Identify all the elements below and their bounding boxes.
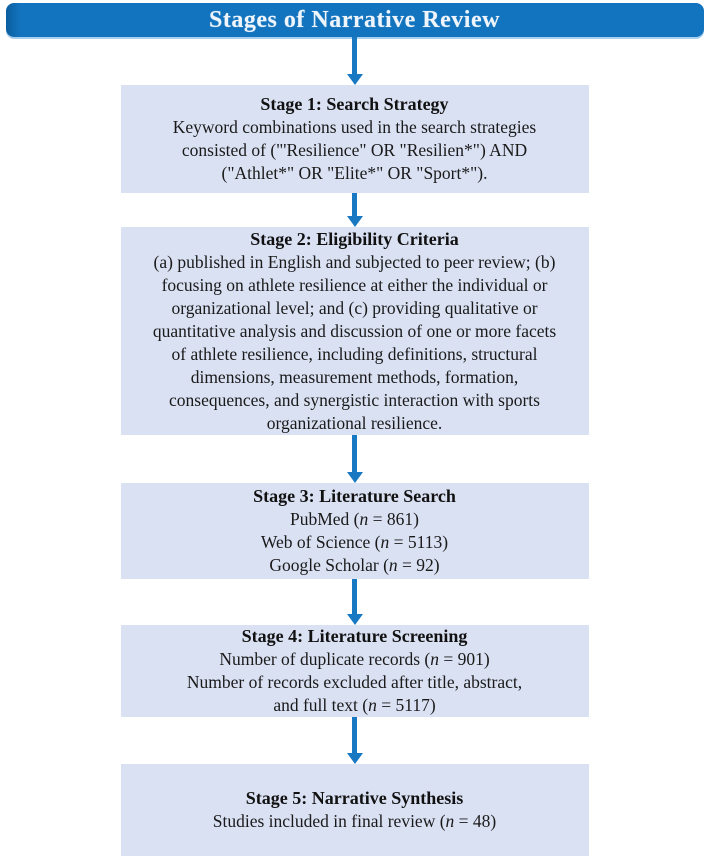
stage-line: consisted of ("'Resilience" OR "Resilien… bbox=[181, 140, 528, 160]
down-arrow bbox=[346, 579, 363, 625]
stage-line: of athlete resilience, including definit… bbox=[171, 343, 538, 364]
flowchart-title: Stages of Narrative Review bbox=[209, 6, 500, 33]
stage-body: Number of duplicate records (n = 901) Num… bbox=[187, 648, 522, 717]
down-arrow bbox=[346, 193, 363, 227]
stage-line: dimensions, measurement methods, formati… bbox=[190, 366, 519, 387]
stage-1-box: Stage 1: Search Strategy Keyword combina… bbox=[120, 85, 589, 193]
stage-title: Stage 2: Eligibility Criteria bbox=[250, 228, 459, 249]
stage-line: Number of duplicate records (n = 901) bbox=[219, 649, 490, 669]
stage-line: Google Scholar (n = 92) bbox=[269, 555, 440, 575]
stage-3-box: Stage 3: Literature Search PubMed (n = 8… bbox=[120, 483, 589, 579]
down-arrow bbox=[346, 37, 363, 85]
stage-line: Keyword combinations used in the search … bbox=[172, 117, 537, 137]
stage-line: ("Athlet*" OR "Elite*" OR "Sport*"). bbox=[221, 163, 488, 183]
stage-body: PubMed (n = 861) Web of Science (n = 5113… bbox=[261, 508, 448, 577]
stage-line: Studies included in final review (n = 48… bbox=[212, 811, 497, 831]
arrow-shaft bbox=[352, 717, 357, 753]
stage-body: (a) published in English and subjected t… bbox=[153, 251, 556, 435]
stage-title: Stage 1: Search Strategy bbox=[260, 94, 449, 114]
arrow-shaft bbox=[352, 435, 357, 472]
stage-5-box: Stage 5: Narrative Synthesis Studies inc… bbox=[120, 764, 589, 856]
arrow-head-icon bbox=[346, 216, 363, 227]
stage-title: Stage 4: Literature Screening bbox=[241, 626, 468, 646]
arrow-shaft bbox=[352, 37, 357, 74]
stage-title: Stage 3: Literature Search bbox=[253, 486, 456, 506]
stage-line: PubMed (n = 861) bbox=[290, 509, 419, 529]
stage-line: Number of records excluded after title, … bbox=[186, 672, 523, 692]
arrow-shaft bbox=[352, 193, 357, 216]
stage-4-box: Stage 4: Literature Screening Number of … bbox=[120, 625, 589, 717]
stage-line: (a) published in English and subjected t… bbox=[153, 251, 556, 272]
stage-line: quantitative analysis and discussion of … bbox=[152, 320, 557, 341]
stage-line: organizational resilience. bbox=[266, 412, 443, 433]
stage-body: Studies included in final review (n = 48… bbox=[213, 810, 497, 833]
stage-line: organizational level; and (c) providing … bbox=[171, 297, 538, 318]
stage-body: Keyword combinations used in the search … bbox=[173, 116, 537, 185]
down-arrow bbox=[346, 435, 363, 483]
stage-line: consequences, and synergistic interactio… bbox=[169, 389, 540, 410]
arrow-head-icon bbox=[346, 472, 363, 483]
stage-line: focusing on athlete resilience at either… bbox=[161, 274, 548, 295]
down-arrow bbox=[346, 717, 363, 764]
arrow-head-icon bbox=[346, 753, 363, 764]
arrow-head-icon bbox=[346, 614, 363, 625]
stage-line: Web of Science (n = 5113) bbox=[260, 532, 449, 552]
flowchart-header-bar: Stages of Narrative Review bbox=[5, 3, 704, 37]
stage-2-box: Stage 2: Eligibility Criteria (a) publis… bbox=[120, 227, 589, 435]
stage-title: Stage 5: Narrative Synthesis bbox=[245, 788, 464, 808]
arrow-head-icon bbox=[346, 74, 363, 85]
stage-line: and full text (n = 5117) bbox=[273, 695, 436, 715]
arrow-shaft bbox=[352, 579, 357, 614]
